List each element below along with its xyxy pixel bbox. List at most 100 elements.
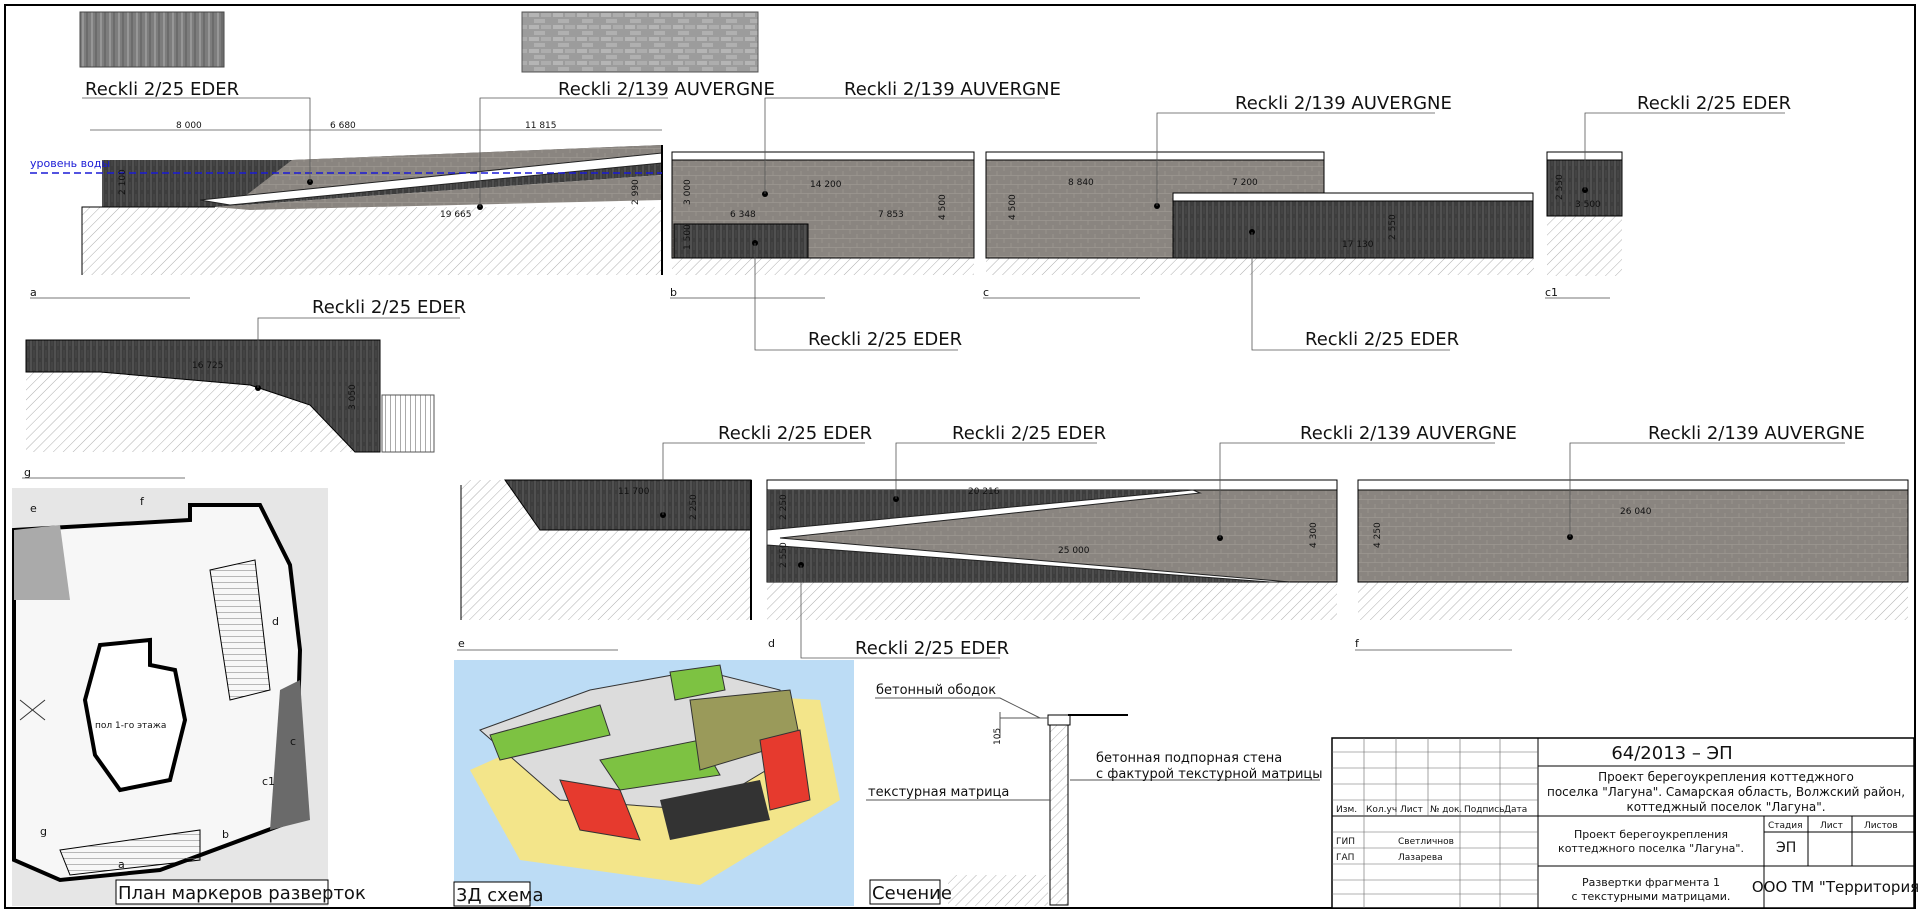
plan-caption: План маркеров разверток — [118, 883, 366, 904]
sheet-head: Лист — [1820, 821, 1843, 831]
dim-c1-2: 3 500 — [1575, 200, 1601, 210]
plan-marker-a: a — [118, 858, 125, 871]
wall-label-1: бетонная подпорная стена — [1096, 751, 1282, 766]
role-gip: ГИП — [1336, 837, 1355, 847]
plan-marker-d: d — [272, 615, 279, 628]
section-f-label: f — [1355, 637, 1360, 650]
sheets-head: Листов — [1864, 821, 1898, 831]
stage-value: ЭП — [1776, 840, 1796, 856]
section-c — [983, 151, 1534, 299]
callout-a-eder: Reckli 2/25 EDER — [85, 79, 239, 100]
dim-b-3: 7 853 — [878, 210, 904, 220]
callout-c1-eder: Reckli 2/25 EDER — [1637, 93, 1791, 114]
project-line-3: коттеджный поселок "Лагуна". — [1626, 800, 1825, 814]
dim-c-1: 8 840 — [1068, 178, 1094, 188]
dim-a-2: 6 680 — [330, 121, 356, 131]
plan-marker-g: g — [40, 825, 47, 838]
dimension-labels: 8 000 6 680 11 815 19 665 2 100 2 990 14… — [118, 121, 1652, 568]
auvergne-texture-sample — [521, 11, 759, 73]
project-line-2: поселка "Лагуна". Самарская область, Вол… — [1547, 785, 1905, 799]
scheme-caption: 3Д схема — [456, 885, 543, 906]
dim-f-1: 26 040 — [1620, 507, 1652, 517]
sheet-frame — [4, 4, 1916, 909]
callout-a-auvergne: Reckli 2/139 AUVERGNE — [558, 79, 775, 100]
name-gip: Светличнов — [1398, 837, 1454, 847]
dim-b-4: 3 000 — [683, 179, 693, 205]
callout-c-auvergne: Reckli 2/139 AUVERGNE — [1235, 93, 1452, 114]
water-level-label: уровень воды — [30, 157, 110, 170]
marker-plan: пол 1-го этажа f d c c1 b g a e План мар… — [12, 488, 366, 906]
dim-a-1: 8 000 — [176, 121, 202, 131]
section-e — [457, 479, 752, 651]
dim-d-1: 20 216 — [968, 487, 1000, 497]
drawing-title-1: Развертки фрагмента 1 — [1582, 876, 1720, 889]
dim-d-4: 2 550 — [779, 542, 789, 568]
callout-b-auvergne: Reckli 2/139 AUVERGNE — [844, 79, 1061, 100]
title-block: Изм. Кол.уч Лист № док. Подпись Дата ГИП… — [1331, 737, 1920, 909]
rim-dimension: 105 — [993, 728, 1003, 745]
section-c1-label: c1 — [1545, 286, 1558, 299]
dim-e-1: 11 700 — [618, 487, 650, 497]
dim-d-3: 2 250 — [779, 494, 789, 520]
section-a — [30, 129, 663, 299]
wall-label-2: с фактурой текстурной матрицы — [1096, 767, 1323, 782]
callout-g-eder: Reckli 2/25 EDER — [312, 297, 466, 318]
col-izm: Изм. — [1336, 805, 1357, 815]
dim-f-2: 4 250 — [1373, 522, 1383, 548]
dim-a-5: 2 100 — [118, 169, 128, 195]
dim-c-2: 7 200 — [1232, 178, 1258, 188]
callout-b-eder: Reckli 2/25 EDER — [808, 329, 962, 350]
dim-a-6: 2 990 — [631, 179, 641, 205]
plan-marker-c1: c1 — [262, 775, 275, 788]
sheet-title-1: Проект берегоукрепления — [1574, 828, 1728, 841]
col-list: Лист — [1400, 805, 1423, 815]
col-sign: Подпись — [1464, 805, 1504, 815]
plan-marker-e: e — [30, 502, 37, 515]
cross-section: 105 бетонный ободок бетонная подпорная с… — [866, 683, 1323, 906]
dim-c1-1: 2 550 — [1555, 174, 1565, 200]
callout-d-auvergne: Reckli 2/139 AUVERGNE — [1300, 423, 1517, 444]
dim-d-2: 25 000 — [1058, 546, 1090, 556]
eder-texture-sample — [79, 11, 225, 68]
dim-c-3: 17 130 — [1342, 240, 1374, 250]
dim-a-4: 19 665 — [440, 210, 472, 220]
col-doc: № док. — [1430, 805, 1462, 815]
section-a-label: a — [30, 286, 37, 299]
dim-g-2: 3 050 — [348, 384, 358, 410]
section-b — [670, 151, 975, 299]
callout-leaders — [82, 97, 1845, 659]
rim-label: бетонный ободок — [876, 683, 996, 698]
section-d — [766, 479, 1338, 620]
section-e-label: e — [458, 637, 465, 650]
scheme-3d: 3Д схема — [453, 660, 854, 907]
plan-marker-b: b — [222, 828, 229, 841]
section-caption: Сечение — [872, 883, 952, 904]
section-c1 — [1545, 151, 1623, 299]
section-c-label: c — [983, 286, 989, 299]
section-g-label: g — [24, 466, 31, 479]
stage-head: Стадия — [1768, 821, 1803, 831]
dim-b-1: 14 200 — [810, 180, 842, 190]
callout-c-eder: Reckli 2/25 EDER — [1305, 329, 1459, 350]
matrix-label: текстурная матрица — [868, 785, 1009, 800]
dim-d-5: 4 300 — [1309, 522, 1319, 548]
col-kolich: Кол.уч — [1366, 805, 1397, 815]
dim-g-1: 16 725 — [192, 361, 224, 371]
drawing-code: 64/2013 – ЭП — [1611, 743, 1732, 764]
name-gap: Лазарева — [1398, 853, 1443, 863]
section-b-label: b — [670, 286, 677, 299]
project-line-1: Проект берегоукрепления коттеджного — [1598, 770, 1854, 784]
dim-c-4: 4 500 — [1008, 194, 1018, 220]
dim-e-2: 2 250 — [689, 494, 699, 520]
section-d-label: d — [768, 637, 775, 650]
section-g — [22, 339, 435, 479]
dim-b-6: 1 500 — [683, 224, 693, 250]
plan-room-label: пол 1-го этажа — [95, 721, 166, 731]
company-name: ООО ТМ "Территория" — [1752, 878, 1920, 896]
drawing-title-2: с текстурными матрицами. — [1572, 890, 1731, 903]
plan-marker-f: f — [140, 495, 145, 508]
callout-f-auvergne: Reckli 2/139 AUVERGNE — [1648, 423, 1865, 444]
dim-b-2: 6 348 — [730, 210, 756, 220]
